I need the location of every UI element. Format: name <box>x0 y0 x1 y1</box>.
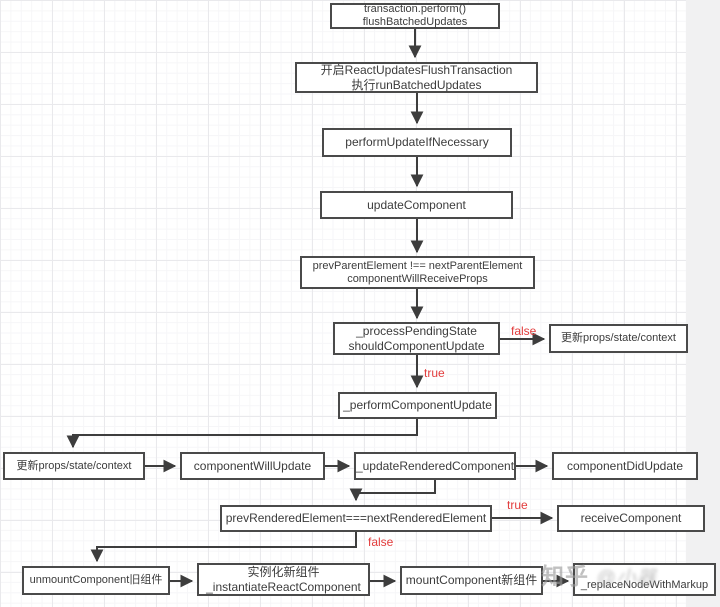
node-transaction-perform: transaction.perform() flushBatchedUpdate… <box>330 3 500 29</box>
node-replace-node-with-markup: _replaceNodeWithMarkup <box>573 563 716 596</box>
node-perform-update-if-necessary: performUpdateIfNecessary <box>322 128 512 157</box>
edge-label-prev-rendered-true: true <box>507 498 528 512</box>
node-prev-rendered-element-check: prevRenderedElement===nextRenderedElemen… <box>220 505 492 532</box>
zhihu-watermark-handle: @小器 <box>596 568 657 589</box>
edge-label-scu-false: false <box>511 324 537 338</box>
node-instantiate-react-component: 实例化新组件 _instantiateReactComponent <box>197 563 370 596</box>
node-mount-component: mountComponent新组件 <box>400 566 543 595</box>
node-component-did-update: componentDidUpdate <box>552 452 698 480</box>
node-update-rendered-component: _updateRenderedComponent <box>354 452 516 480</box>
node-component-will-update: componentWillUpdate <box>180 452 325 480</box>
node-update-props-context-left: 更新props/state/context <box>3 452 145 480</box>
node-unmount-component: unmountComponent旧组件 <box>22 566 170 595</box>
edge-pcu-to-update-props <box>66 419 418 449</box>
zhihu-watermark-site: 知乎 <box>541 563 589 589</box>
node-update-component: updateComponent <box>320 191 513 219</box>
edge-label-scu-true: true <box>424 366 445 380</box>
node-should-component-update: _processPendingState shouldComponentUpda… <box>333 322 500 355</box>
edge-prev-rendered-false <box>90 532 357 563</box>
node-receive-component: receiveComponent <box>557 505 705 532</box>
edge-update-rendered-to-prev-rendered <box>349 480 436 502</box>
edge-label-prev-rendered-false: false <box>368 535 394 549</box>
node-prev-parent-element-check: prevParentElement !== nextParentElement … <box>300 256 535 289</box>
node-perform-component-update: _performComponentUpdate <box>338 392 497 419</box>
node-flush-transaction: 开启ReactUpdatesFlushTransaction 执行runBatc… <box>295 62 538 93</box>
zhihu-watermark: 知乎 @小器 <box>541 557 657 591</box>
node-update-props-context-right: 更新props/state/context <box>549 324 688 353</box>
grid-background <box>0 0 686 607</box>
